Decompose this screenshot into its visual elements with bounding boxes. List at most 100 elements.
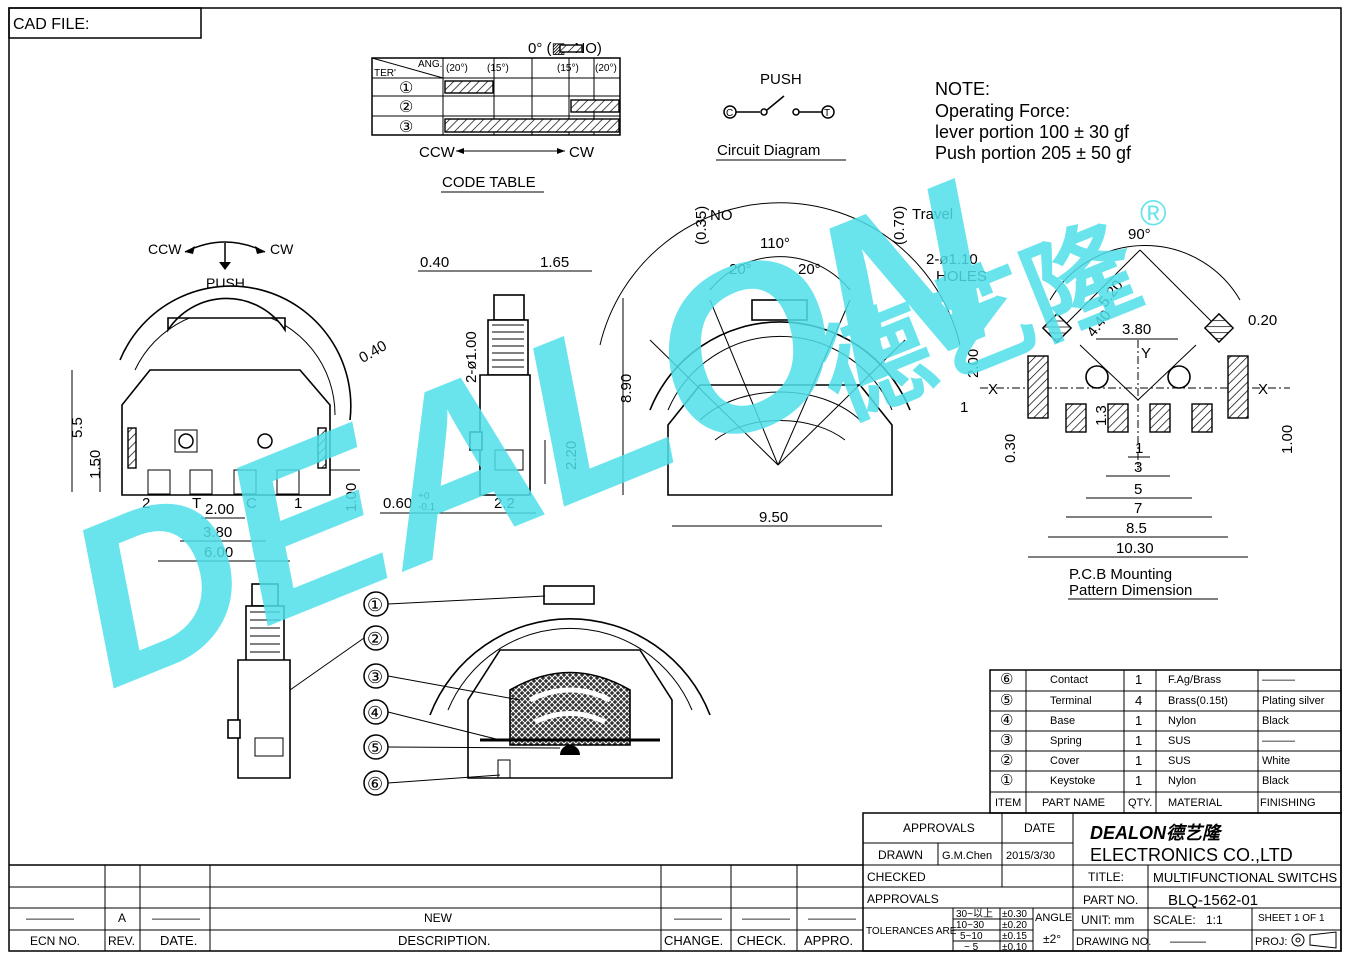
tb-title-value: MULTIFUNCTIONAL SWITCHS [1153, 870, 1337, 885]
pcb-dim-1: 1 [960, 399, 968, 416]
code-table-cw: CW [569, 144, 595, 161]
bom-part-name: Contact [1050, 674, 1088, 686]
rev-header-ecn: ECN NO. [30, 934, 80, 948]
tb-tol-range-3: 5~10 [960, 931, 983, 942]
front-dim-55: 5.5 [69, 417, 86, 438]
pcb-title-2: Pattern Dimension [1069, 582, 1192, 599]
rot-ang-110: 110° [760, 235, 790, 252]
rev-header-change: CHANGE. [664, 933, 723, 948]
tb-angle-value: ±2° [1043, 932, 1061, 946]
bom-finishing: ——— [1262, 735, 1295, 747]
pcb-width-85: 8.5 [1126, 520, 1147, 537]
tb-tol-range-1: 30~以上 [956, 908, 993, 920]
bom-item: ① [1000, 772, 1014, 789]
bom-item: ② [1000, 752, 1014, 769]
title-block: APPROVALS DATE DRAWN G.M.Chen 2015/3/30 … [862, 812, 1342, 953]
circuit-push-label: PUSH [760, 71, 802, 88]
tb-sheet: SHEET 1 OF 1 [1258, 913, 1325, 924]
bom-finishing: Black [1262, 715, 1289, 727]
tb-drawing-no-value: ——— [1170, 934, 1206, 948]
tb-scale-label: SCALE: [1153, 913, 1196, 927]
bom-material: F.Ag/Brass [1168, 674, 1222, 686]
tb-drawn: DRAWN [878, 848, 923, 862]
circuit-terminal-t: T [824, 108, 830, 119]
tb-company-logo: DEALON德艺隆 [1090, 823, 1223, 843]
bom-item: ④ [1000, 712, 1014, 729]
bom-header-name: PART NAME [1042, 797, 1105, 809]
exploded-label-6: ⑥ [367, 774, 383, 794]
sheet-border [8, 7, 1342, 952]
rot-dim-070: (0.70) [891, 206, 908, 245]
tb-proj: PROJ: [1255, 936, 1287, 948]
bom-part-name: Base [1050, 715, 1076, 727]
pcb-dim-200: 2.00 [965, 349, 982, 378]
bom-material: SUS [1168, 755, 1191, 767]
tb-tol-range-4: ~ 5 [964, 942, 979, 953]
pcb-x-left: X [988, 381, 998, 398]
code-table-row-1: ① [399, 80, 413, 97]
bom-item: ⑥ [1000, 671, 1014, 688]
front-view: CCW CW PUSH 0.40 5.5 1.50 1.00 2 T C 1 2… [69, 241, 390, 562]
rot-ang-20a: 20° [729, 261, 752, 278]
bom-material: Brass(0.15t) [1168, 695, 1228, 707]
front-ccw: CCW [148, 241, 182, 257]
rev-row-change: ———— [674, 911, 722, 925]
bom-finishing: ——— [1262, 674, 1295, 686]
pcb-holes-2: HOLES [936, 268, 987, 285]
rot-dim-035: (0.35) [693, 206, 710, 245]
tb-drawing-no: DRAWING NO. [1076, 936, 1151, 948]
front-pin-t: T [192, 495, 201, 512]
code-table-angle-2: (15°) [487, 63, 509, 74]
tb-tol-range-2: 10~30 [956, 920, 985, 931]
code-table-row-2: ② [399, 99, 413, 116]
bom-part-name: Spring [1050, 735, 1082, 747]
front-dim-100: 1.00 [343, 483, 360, 512]
tb-checked: CHECKED [867, 870, 926, 884]
bom-part-name: Terminal [1050, 695, 1092, 707]
bom-item: ⑤ [1000, 692, 1014, 709]
exploded-label-4: ④ [367, 703, 383, 723]
cad-file-label: CAD FILE: [13, 16, 89, 33]
tb-tol-value-2: ±0.20 [1002, 920, 1027, 931]
side-view: 0.40 1.65 2-ø1.00 2.20 0.60 +0 -0.1 2.2 [380, 254, 592, 514]
bom-header-material: MATERIAL [1168, 797, 1223, 809]
pcb-dim-380: 3.80 [1122, 321, 1151, 338]
tb-approvals-2: APPROVALS [867, 892, 939, 906]
side-tol-plus: +0 [418, 491, 430, 502]
pcb-pattern: 2-ø1.10 HOLES 90° 5.20 4.40 0.20 3.80 Y … [926, 226, 1296, 600]
exploded-label-2: ② [367, 629, 383, 649]
pcb-dim-13: 1.3 [1093, 405, 1110, 426]
bom-finishing: White [1262, 755, 1291, 767]
projection-symbol-icon [1291, 933, 1305, 947]
circuit-diagram: PUSH C T Circuit Diagram [716, 71, 846, 161]
tb-company: ELECTRONICS CO.,LTD [1090, 845, 1293, 865]
code-table-angle-1: (20°) [446, 63, 468, 74]
pcb-width-7: 7 [1134, 500, 1142, 517]
front-cw: CW [270, 241, 294, 257]
bom-header-row: ITEM PART NAME QTY. MATERIAL FINISHING [990, 794, 1341, 813]
note-line-2: lever portion 100 ± 30 gf [935, 122, 1130, 142]
pcb-x-right: X [1258, 381, 1268, 398]
side-dim-22: 2.2 [494, 495, 515, 512]
tb-angle-label: ANGLE [1035, 912, 1072, 924]
code-table-ang-header: ANG. [418, 59, 442, 70]
rev-row-desc: NEW [424, 911, 453, 925]
cad-file-box [8, 7, 202, 39]
tb-drawn-by: G.M.Chen [942, 850, 992, 862]
rot-no: NO [710, 207, 733, 224]
bom-finishing: Plating silver [1262, 695, 1325, 707]
tb-tol-value-3: ±0.15 [1002, 931, 1027, 942]
tb-date: DATE [1024, 821, 1055, 835]
front-dim-600: 6.00 [204, 544, 233, 561]
note-block: NOTE: Operating Force: lever portion 100… [935, 79, 1132, 163]
side-dim-2x100: 2-ø1.00 [463, 331, 480, 383]
watermark-registered: ® [1140, 192, 1167, 233]
tb-approvals: APPROVALS [903, 821, 975, 835]
